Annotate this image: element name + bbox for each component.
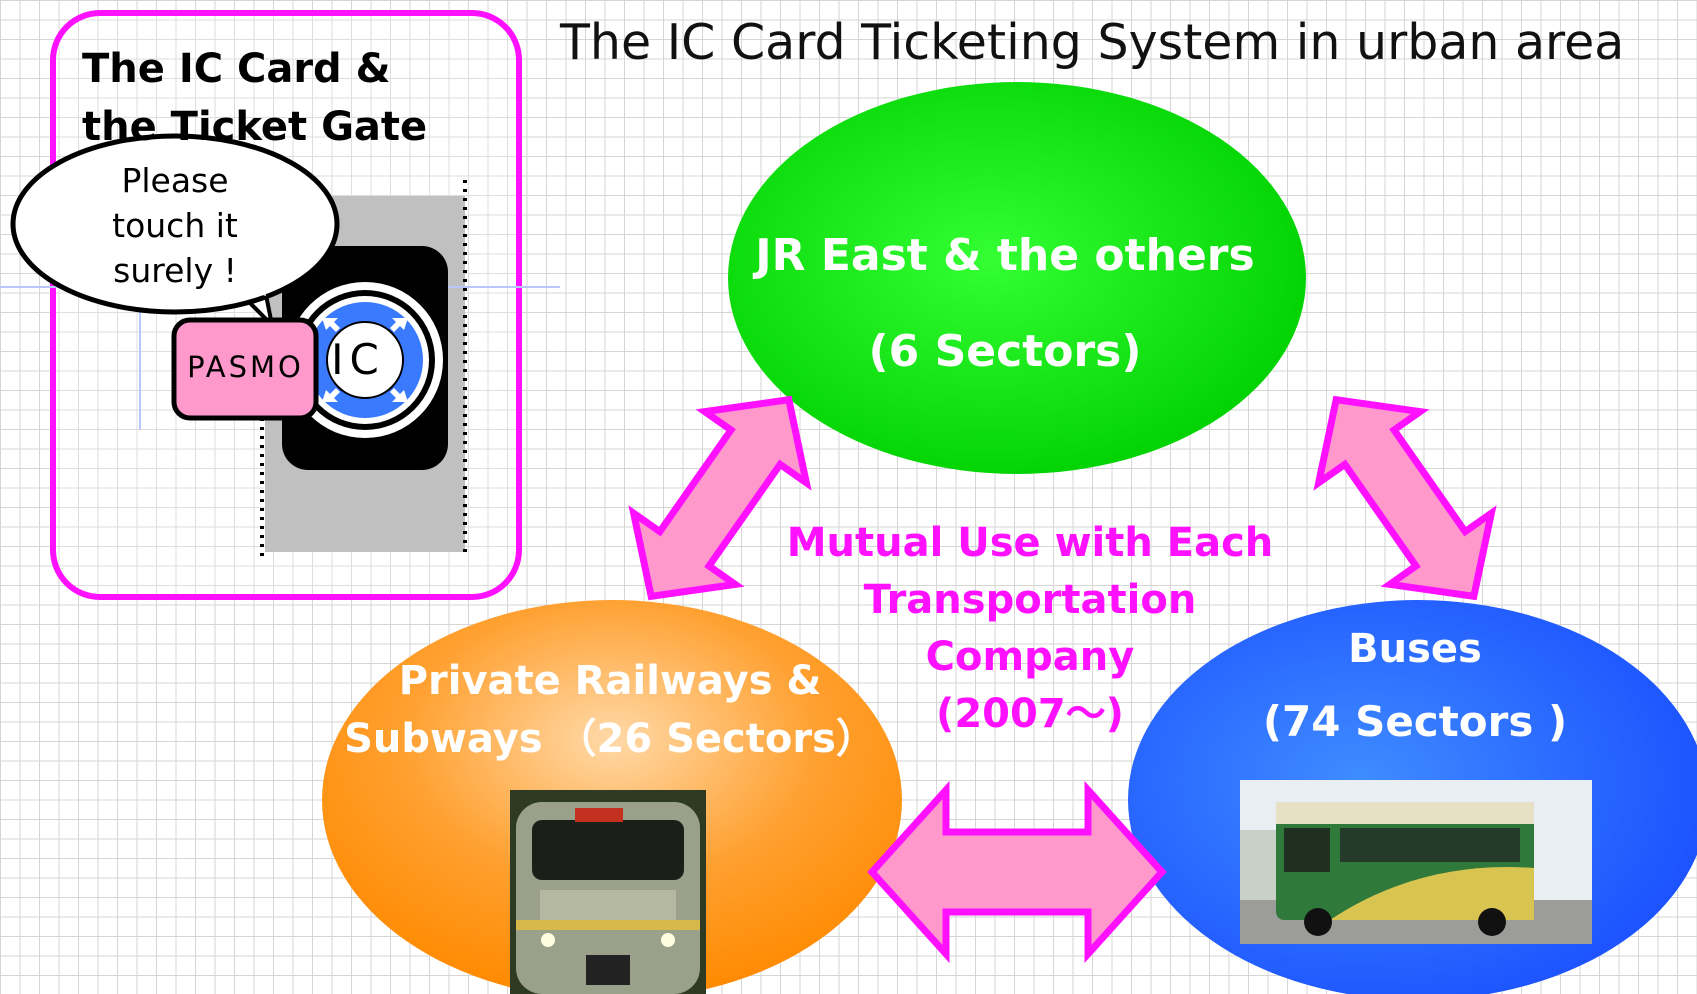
jr-east-ellipse — [728, 82, 1306, 474]
ic-reader-label: IC — [331, 335, 385, 384]
mutual-use-caption: Mutual Use with Each Transportation Comp… — [770, 515, 1290, 743]
gate-panel-title-line1: The IC Card & — [82, 46, 391, 92]
arrow-jr-private — [628, 395, 812, 601]
arrow-jr-buses — [1313, 395, 1497, 601]
private-railways-label-line2: Subways （26 Sectors） — [344, 716, 876, 762]
jr-east-label: JR East & the others — [755, 230, 1255, 281]
mutual-use-line1: Mutual Use with Each — [786, 520, 1274, 566]
pasmo-card-label: PASMO — [187, 350, 304, 384]
bubble-text-line1: Please — [121, 161, 229, 200]
mutual-use-line2: Transportation Company — [863, 577, 1197, 680]
gate-panel-title: The IC Card & the Ticket Gate — [82, 40, 427, 156]
mutual-use-line3: (2007～) — [936, 691, 1124, 737]
arrow-private-buses — [867, 780, 1167, 964]
private-railways-label-line1: Private Railways & — [398, 658, 822, 704]
buses-label: Buses — [1348, 626, 1482, 672]
bubble-text: Please touch it surely ! — [40, 158, 310, 293]
jr-east-sectors: (6 Sectors) — [868, 326, 1142, 377]
ic-reader — [282, 246, 448, 470]
page-title: The IC Card Ticketing System in urban ar… — [560, 14, 1625, 71]
gate-panel-title-line2: the Ticket Gate — [82, 104, 428, 150]
bubble-text-line2: touch it — [112, 206, 238, 245]
bubble-text-line3: surely ! — [113, 251, 237, 290]
speech-bubble — [10, 133, 340, 332]
private-railways-label: Private Railways & Subways （26 Sectors） — [340, 652, 880, 768]
city-bus-photo — [1240, 780, 1592, 944]
subway-train-photo — [510, 790, 706, 994]
pasmo-card — [171, 317, 319, 421]
buses-sectors: (74 Sectors ) — [1262, 697, 1568, 746]
